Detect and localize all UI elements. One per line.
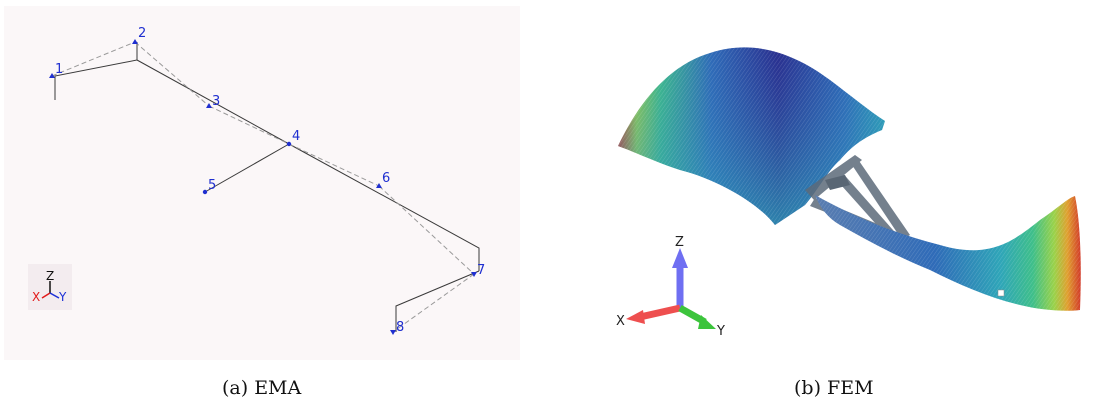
deformed-line-6-7 [378, 185, 475, 275]
deformed-line-3-4 [208, 105, 290, 145]
fem-truss-member [805, 155, 862, 200]
deformed-line-1-2 [51, 41, 136, 77]
triad-z-label: Z [46, 269, 54, 283]
fem-panel: Z X Y [600, 20, 1095, 360]
undeformed-line-left [54, 42, 138, 100]
node-marker-6 [376, 183, 382, 188]
node-label: 6 [382, 171, 390, 186]
fem-truss-member [850, 155, 910, 240]
fem-truss-joint [825, 175, 850, 190]
ema-panel: 1 2 3 4 5 6 7 8 Z X Y [4, 6, 520, 360]
caption-ema: (a) EMA [222, 377, 302, 399]
triad-x-axis [41, 292, 51, 299]
fem-mode-shape-plot: Z X Y [616, 47, 1081, 339]
fem-axis-triad: Z X Y [616, 235, 725, 339]
triad-y-axis [49, 292, 60, 299]
undeformed-line-right [395, 270, 480, 332]
fem-truss-member [833, 170, 900, 242]
undeformed-line-branch [204, 143, 290, 193]
deformed-line-4-6 [288, 143, 380, 187]
fem-marker [997, 289, 1005, 297]
node-marker-5 [202, 189, 208, 195]
node-label: 4 [292, 129, 300, 144]
node-marker-7 [471, 272, 477, 277]
measurement-nodes [49, 39, 477, 335]
fem-triad-x-arrowhead [626, 310, 645, 324]
triad-x-label: X [32, 290, 40, 304]
node-labels: 1 2 3 4 5 6 7 8 [55, 26, 485, 335]
node-label: 2 [138, 26, 146, 41]
undeformed-line-main [136, 59, 480, 271]
deformed-line-7-8 [392, 273, 475, 333]
fem-triad-y-label: Y [716, 324, 725, 339]
ema-axis-triad: Z X Y [28, 264, 72, 310]
node-label: 8 [396, 320, 404, 335]
triad-y-label: Y [58, 290, 67, 304]
fem-right-shell-mesh [815, 195, 1081, 311]
node-label: 3 [212, 94, 220, 109]
node-label: 7 [477, 263, 485, 278]
fem-triad-z-label: Z [675, 235, 684, 250]
ema-mode-shape-plot: 1 2 3 4 5 6 7 8 Z X Y [4, 6, 520, 360]
fem-left-shell-mesh [618, 47, 885, 226]
fem-triad-y-arrowhead [698, 315, 716, 329]
node-marker-1 [49, 73, 55, 78]
deformed-line-2-3 [134, 41, 210, 107]
node-label: 5 [208, 178, 216, 193]
node-marker-8 [390, 330, 396, 335]
fem-triad-z-arrowhead [672, 248, 688, 268]
fem-triad-x-axis [639, 304, 681, 321]
fem-triad-x-label: X [616, 314, 625, 329]
node-marker-4 [286, 141, 292, 147]
ema-background [4, 6, 520, 360]
caption-fem: (b) FEM [794, 377, 874, 399]
deformed-shape [51, 41, 475, 333]
node-marker-2 [132, 39, 138, 44]
node-label: 1 [55, 62, 63, 77]
undeformed-structure [54, 42, 480, 332]
node-marker-3 [206, 103, 212, 108]
